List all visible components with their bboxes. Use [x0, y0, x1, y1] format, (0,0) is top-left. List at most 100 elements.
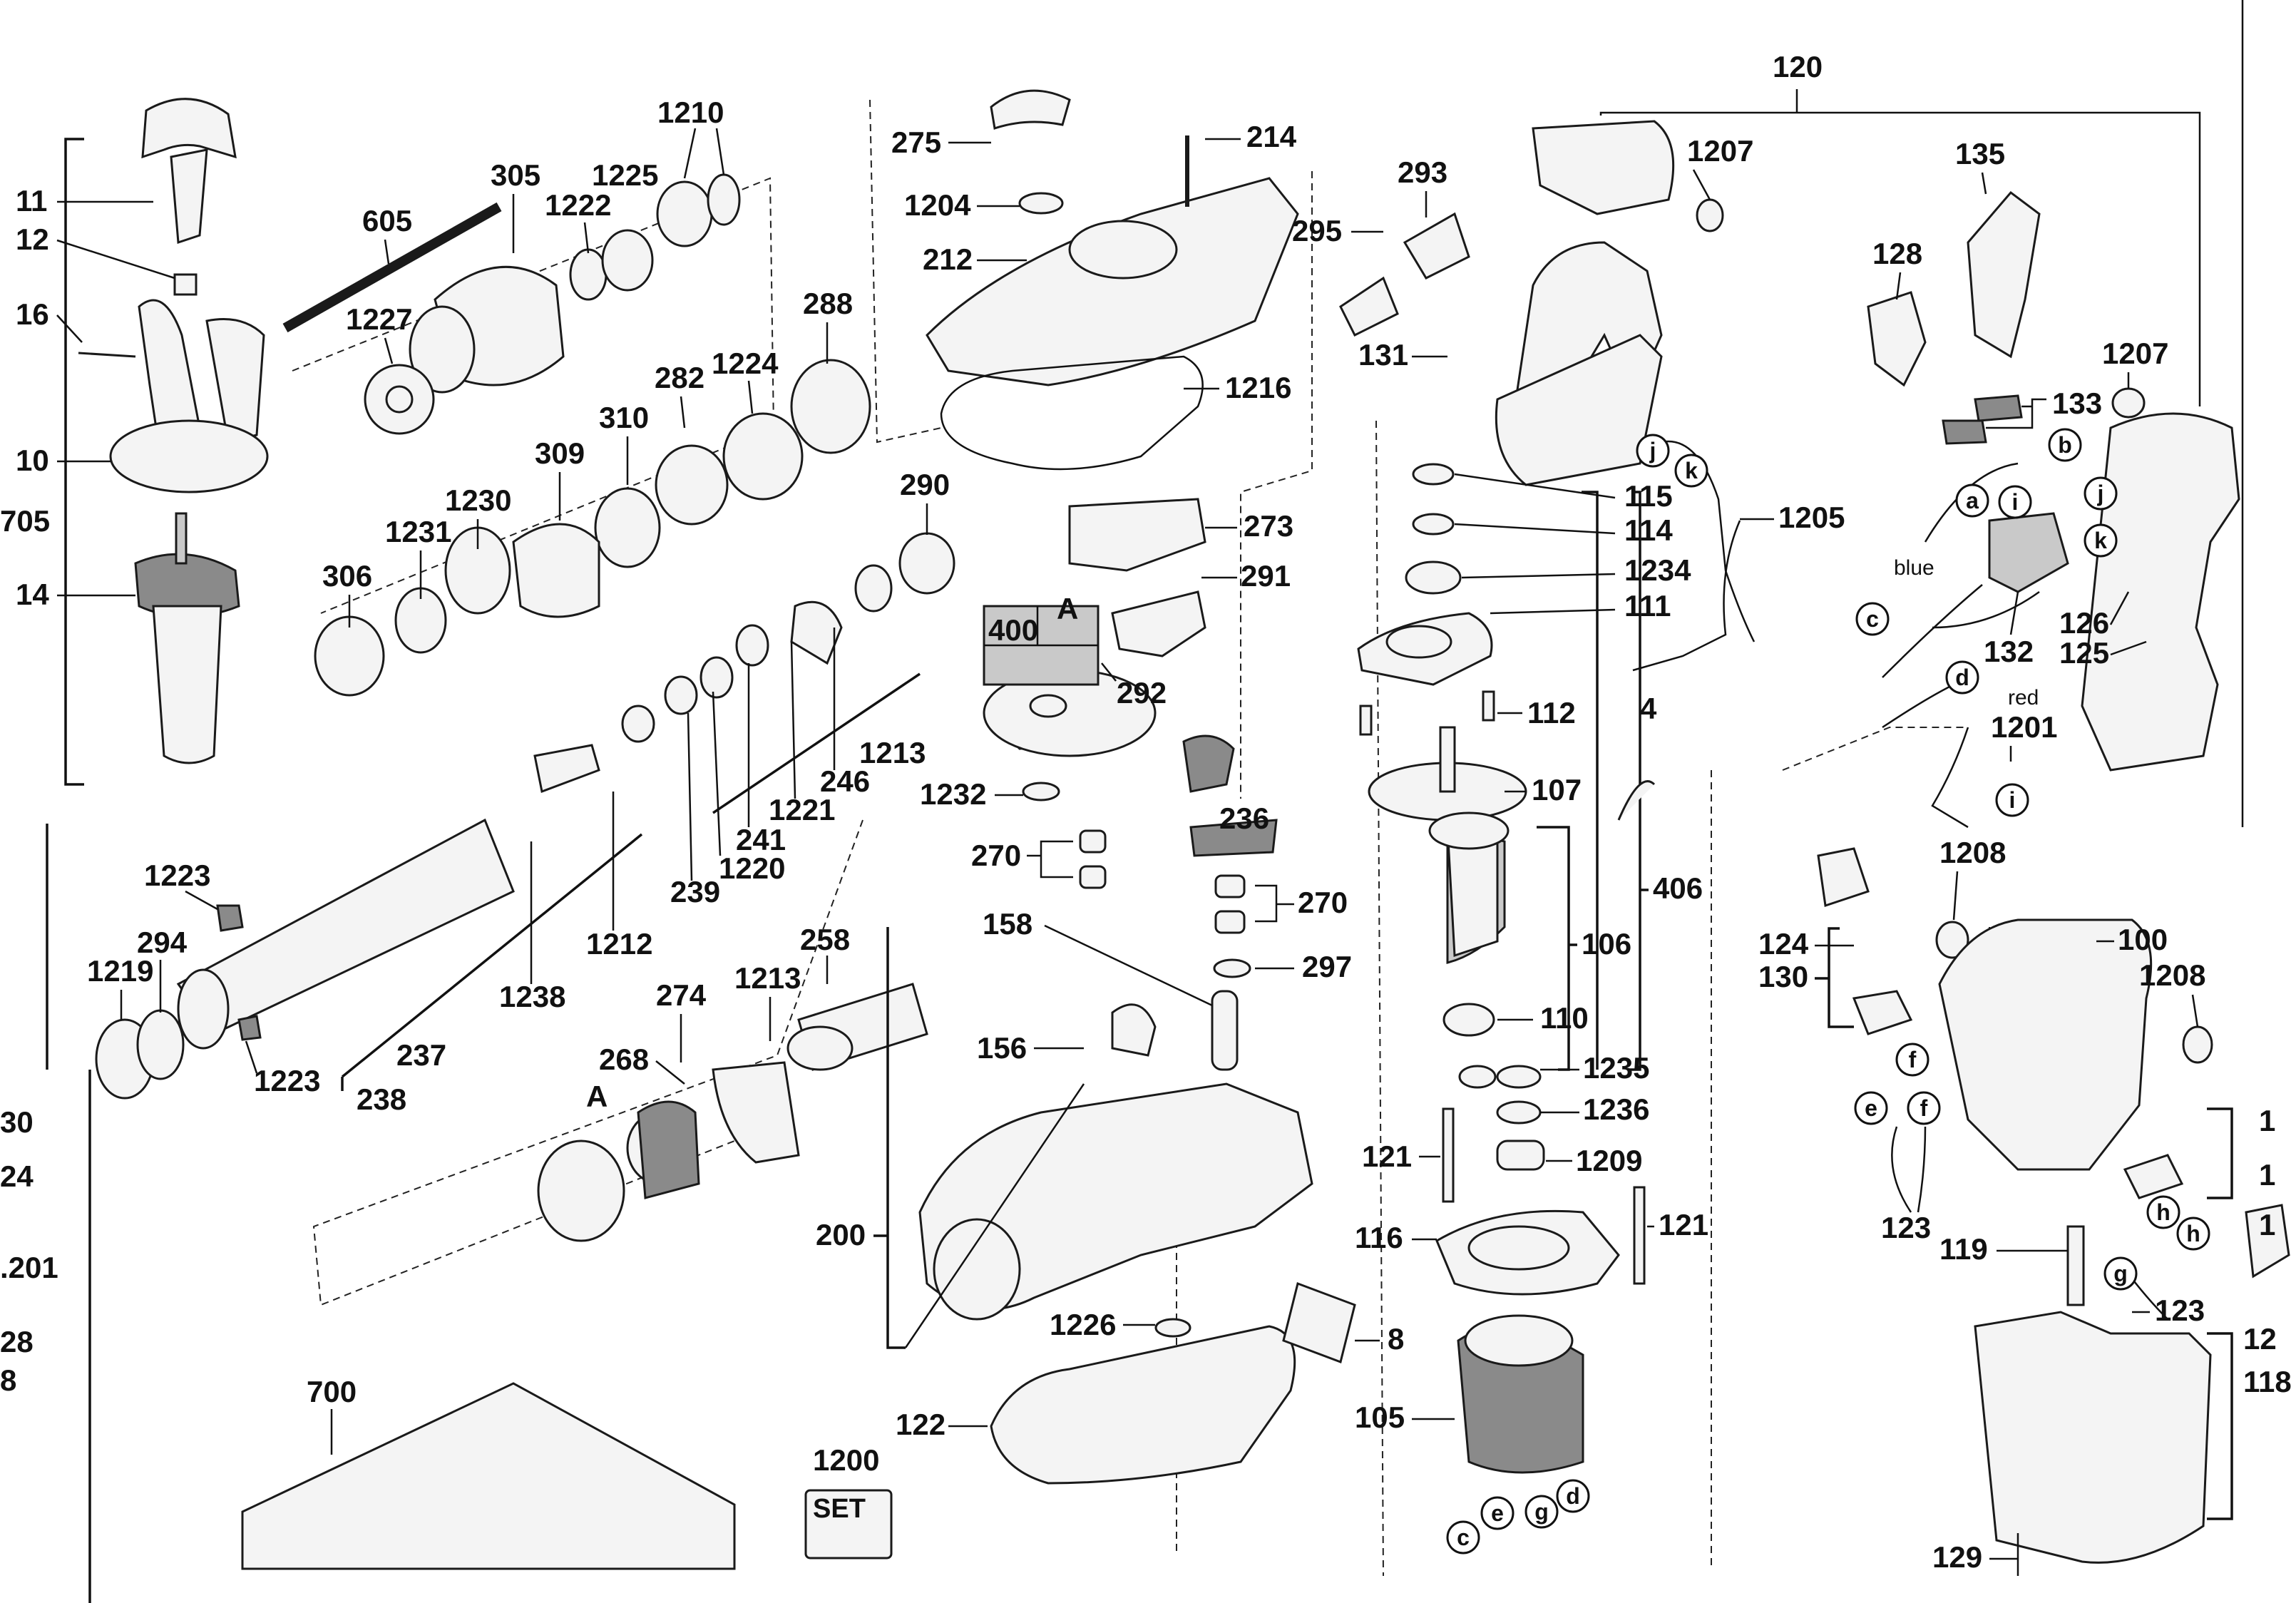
callout-1235: 1235 — [1583, 1051, 1649, 1085]
callout-305: 305 — [491, 158, 540, 192]
callout-273: 273 — [1244, 509, 1293, 543]
callout-133: 133 — [2052, 386, 2102, 420]
callout-406: 406 — [1653, 871, 1703, 905]
callout-282: 282 — [655, 361, 704, 394]
callout-107: 107 — [1532, 773, 1582, 806]
callout-125: 125 — [2059, 636, 2109, 670]
callout-700: 700 — [307, 1375, 357, 1408]
callout-1223-lower: 1223 — [254, 1064, 320, 1097]
connector-c-switch: c — [1866, 606, 1879, 632]
callout-268: 268 — [599, 1043, 649, 1076]
callout-293: 293 — [1398, 155, 1447, 189]
callout-115: 115 — [1624, 479, 1673, 513]
callout-1226: 1226 — [1050, 1308, 1116, 1341]
callout-1204: 1204 — [904, 188, 971, 222]
edge-label-28: 28 — [0, 1325, 34, 1358]
callout-1222: 1222 — [545, 188, 611, 222]
callout-121-left: 121 — [1362, 1139, 1412, 1173]
edge-label-r3: 1 — [2259, 1208, 2275, 1241]
callout-1219: 1219 — [87, 954, 153, 988]
callout-1207-right: 1207 — [2102, 337, 2168, 370]
connector-f-brush: f — [1909, 1047, 1917, 1072]
callout-128: 128 — [1872, 237, 1922, 270]
connector-c-field: c — [1457, 1525, 1470, 1550]
edge-label-r1: 1 — [2259, 1104, 2275, 1137]
callout-set-box: SET — [813, 1494, 866, 1524]
callout-100: 100 — [2118, 923, 2168, 956]
callout-212: 212 — [923, 242, 973, 276]
callout-1201-right: 1201 — [1991, 710, 2057, 744]
callout-132: 132 — [1984, 635, 2034, 668]
edge-label-r5: 118 — [2243, 1365, 2292, 1398]
connector-letters: j k b a i j k c d i f e f h h g c e g — [1446, 428, 2210, 1555]
callout-270-left: 270 — [971, 839, 1021, 872]
callout-297: 297 — [1302, 950, 1352, 983]
callout-1207-top: 1207 — [1687, 134, 1753, 168]
callout-105: 105 — [1355, 1400, 1405, 1434]
connector-f-lead: f — [1920, 1095, 1928, 1121]
connector-j-housing: j — [1649, 438, 1656, 464]
callout-130: 130 — [1758, 960, 1808, 993]
callout-1213-mid: 1213 — [734, 961, 801, 995]
callout-114: 114 — [1624, 513, 1673, 547]
edge-label-r4: 12 — [2243, 1322, 2277, 1356]
connector-b: b — [2058, 432, 2072, 458]
callout-14: 14 — [16, 578, 49, 611]
callout-241: 241 — [736, 823, 786, 856]
callout-1212: 1212 — [586, 927, 652, 961]
callout-246: 246 — [820, 764, 870, 798]
side-handle-group — [64, 98, 269, 786]
callout-1221: 1221 — [769, 793, 835, 826]
callout-106: 106 — [1582, 927, 1631, 961]
callout-1225: 1225 — [592, 158, 658, 192]
connector-j-handle: j — [2097, 481, 2104, 506]
connector-g-field: g — [1534, 1499, 1549, 1525]
callout-275: 275 — [891, 126, 941, 159]
callout-124: 124 — [1758, 927, 1809, 961]
chuck-assembly — [95, 173, 955, 1100]
callout-214: 214 — [1246, 120, 1297, 153]
connector-i-switch: i — [2012, 489, 2019, 515]
callout-121-right: 121 — [1659, 1208, 1708, 1241]
callout-1234: 1234 — [1624, 553, 1691, 587]
callout-1227: 1227 — [346, 302, 412, 336]
callout-258: 258 — [800, 923, 850, 956]
callout-122: 122 — [896, 1408, 945, 1441]
callout-156: 156 — [977, 1031, 1027, 1065]
callout-309: 309 — [535, 436, 585, 470]
callout-239: 239 — [670, 875, 720, 908]
callout-126: 126 — [2059, 606, 2109, 640]
callout-119: 119 — [1939, 1232, 1988, 1266]
callout-11: 11 — [16, 184, 47, 217]
callout-1232: 1232 — [920, 777, 986, 811]
callout-1213-top: 1213 — [859, 736, 926, 769]
callout-270-right: 270 — [1298, 886, 1348, 919]
callout-1209: 1209 — [1576, 1144, 1642, 1177]
callout-A-box: A — [1057, 592, 1078, 625]
connector-h-brush: h — [2156, 1199, 2171, 1225]
callout-295: 295 — [1292, 214, 1342, 247]
wire-label-blue: blue — [1894, 556, 1934, 580]
callout-123-right: 123 — [2155, 1294, 2205, 1327]
wire-label-red: red — [2008, 686, 2039, 710]
callout-1231: 1231 — [385, 515, 451, 548]
callout-129: 129 — [1932, 1540, 1982, 1574]
callout-A-lower: A — [586, 1080, 608, 1113]
edge-label-30: 30 — [0, 1105, 34, 1139]
callout-1200: 1200 — [813, 1443, 879, 1477]
callout-116: 116 — [1355, 1221, 1403, 1254]
callout-291: 291 — [1241, 559, 1291, 593]
connector-e-lead: e — [1865, 1095, 1877, 1121]
callout-400: 400 — [988, 613, 1038, 647]
callout-200: 200 — [816, 1218, 866, 1251]
callout-111: 111 — [1624, 589, 1671, 623]
callout-306: 306 — [322, 559, 372, 593]
callout-288: 288 — [803, 287, 853, 320]
callout-1216: 1216 — [1225, 371, 1291, 404]
callout-274: 274 — [656, 978, 707, 1012]
connector-e-field: e — [1491, 1500, 1504, 1526]
callout-1223-upper: 1223 — [144, 859, 210, 892]
